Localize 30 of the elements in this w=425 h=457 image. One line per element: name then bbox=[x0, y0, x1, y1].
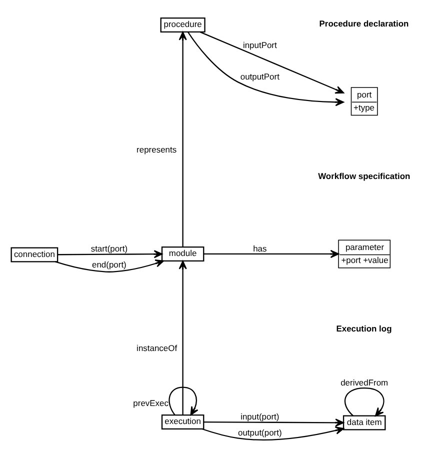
arrow bbox=[188, 31, 344, 106]
edge-label: inputPort bbox=[242, 39, 277, 50]
arrow bbox=[178, 31, 187, 246]
edge-label: derivedFrom bbox=[340, 377, 388, 388]
arrow bbox=[178, 260, 187, 414]
edge-label: output(port) bbox=[238, 427, 282, 438]
arrow bbox=[168, 386, 198, 415]
node-box: module bbox=[161, 246, 204, 261]
node-box: data item bbox=[342, 414, 386, 430]
edge-label: prevExec bbox=[133, 398, 168, 408]
arrow bbox=[204, 249, 340, 258]
label: Execution log bbox=[336, 323, 392, 334]
edge-label: has bbox=[253, 242, 267, 253]
arrow bbox=[202, 426, 344, 440]
node-box: execution bbox=[161, 414, 204, 430]
edge-label: start(port) bbox=[90, 242, 128, 253]
arrow bbox=[204, 418, 344, 426]
edge-label: input(port) bbox=[240, 411, 280, 422]
arrow bbox=[200, 31, 344, 94]
node-box: procedure bbox=[160, 17, 206, 32]
arrow bbox=[58, 250, 163, 258]
arrow bbox=[344, 387, 384, 416]
edge-label: end(port) bbox=[92, 259, 126, 270]
edge-label: outputPort bbox=[240, 71, 280, 82]
label: Procedure declaration bbox=[319, 18, 409, 28]
edge-label: instanceOf bbox=[136, 342, 178, 352]
node-box: connection bbox=[10, 246, 58, 262]
edge-label: represents bbox=[136, 144, 177, 154]
label: Workflow specification bbox=[318, 170, 410, 181]
arrow bbox=[55, 258, 164, 272]
